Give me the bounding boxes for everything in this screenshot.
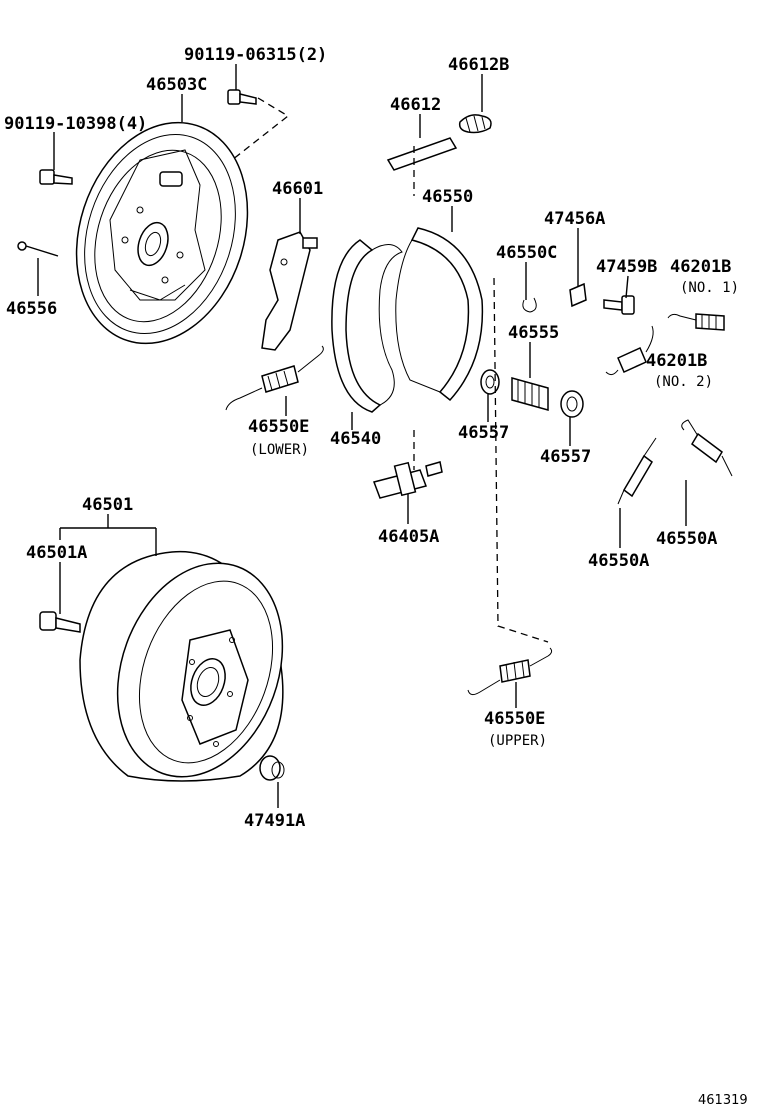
label-46550a-b: 46550A (656, 529, 717, 549)
plug-47491a (259, 755, 285, 781)
label-46501: 46501 (82, 495, 133, 515)
spring-46550a-b (681, 419, 733, 477)
label-46201b-no1: 46201B (670, 257, 731, 277)
label-46550c: 46550C (496, 243, 557, 263)
label-46550: 46550 (422, 187, 473, 207)
label-46550a-a: 46550A (588, 551, 649, 571)
bolt-90119-10398 (39, 169, 73, 185)
spring-46555 (511, 377, 549, 411)
label-90119-10398: 90119-10398(4) (4, 114, 147, 134)
brake-shoe-46550 (395, 227, 484, 402)
pin-46556 (17, 241, 59, 257)
label-46555: 46555 (508, 323, 559, 343)
spring-46550e-lower (225, 345, 324, 411)
label-90119-06315: 90119-06315(2) (184, 45, 327, 65)
label-46201b-no1-note: (NO. 1) (680, 280, 739, 296)
label-46550e-upper: 46550E (484, 709, 545, 729)
label-46550e-lower: 46550E (248, 417, 309, 437)
spring-46612b (458, 114, 492, 134)
leader-lines (37, 64, 687, 808)
bolt-46501a (39, 611, 81, 633)
label-46550e-lower-note: (LOWER) (250, 442, 309, 458)
label-46557-a: 46557 (458, 423, 509, 443)
spring-cup-46557-a (480, 369, 500, 395)
label-46556: 46556 (6, 299, 57, 319)
label-47456a: 47456A (544, 209, 605, 229)
clip-46550c (522, 297, 537, 313)
label-46612b: 46612B (448, 55, 509, 75)
bolt-90119-06315 (227, 89, 257, 105)
brake-shoe-46540 (331, 239, 403, 413)
label-46550e-upper-note: (UPPER) (488, 733, 547, 749)
spring-46201b-no1 (667, 313, 725, 331)
label-46557-b: 46557 (540, 447, 591, 467)
label-46201b-no2-note: (NO. 2) (654, 374, 713, 390)
parking-lever-46601 (261, 231, 318, 351)
label-46501a: 46501A (26, 543, 87, 563)
spring-cup-46557-b (560, 390, 584, 418)
label-46612: 46612 (390, 95, 441, 115)
label-46201b-no2: 46201B (646, 351, 707, 371)
backing-plate-46503c (75, 121, 249, 345)
strut-46612 (386, 137, 458, 171)
spring-46550a-a (617, 437, 657, 505)
label-46540: 46540 (330, 429, 381, 449)
adjuster-46405a (373, 461, 443, 499)
spring-46550e-upper (467, 647, 553, 696)
label-46405a: 46405A (378, 527, 439, 547)
plate-47456a (569, 282, 587, 308)
label-47459b: 47459B (596, 257, 657, 277)
diagram-reference-number: 461319 (698, 1093, 748, 1108)
part-labels: 90119-06315(2) 46503C 90119-10398(4) 465… (4, 45, 748, 1108)
label-46601: 46601 (272, 179, 323, 199)
dashed-guides (231, 97, 549, 643)
screw-47459b (603, 295, 635, 315)
spring-46201b-no2 (605, 325, 654, 376)
label-46503c: 46503C (146, 75, 207, 95)
label-47491a: 47491A (244, 811, 305, 831)
brake-drum-46501 (79, 550, 284, 782)
